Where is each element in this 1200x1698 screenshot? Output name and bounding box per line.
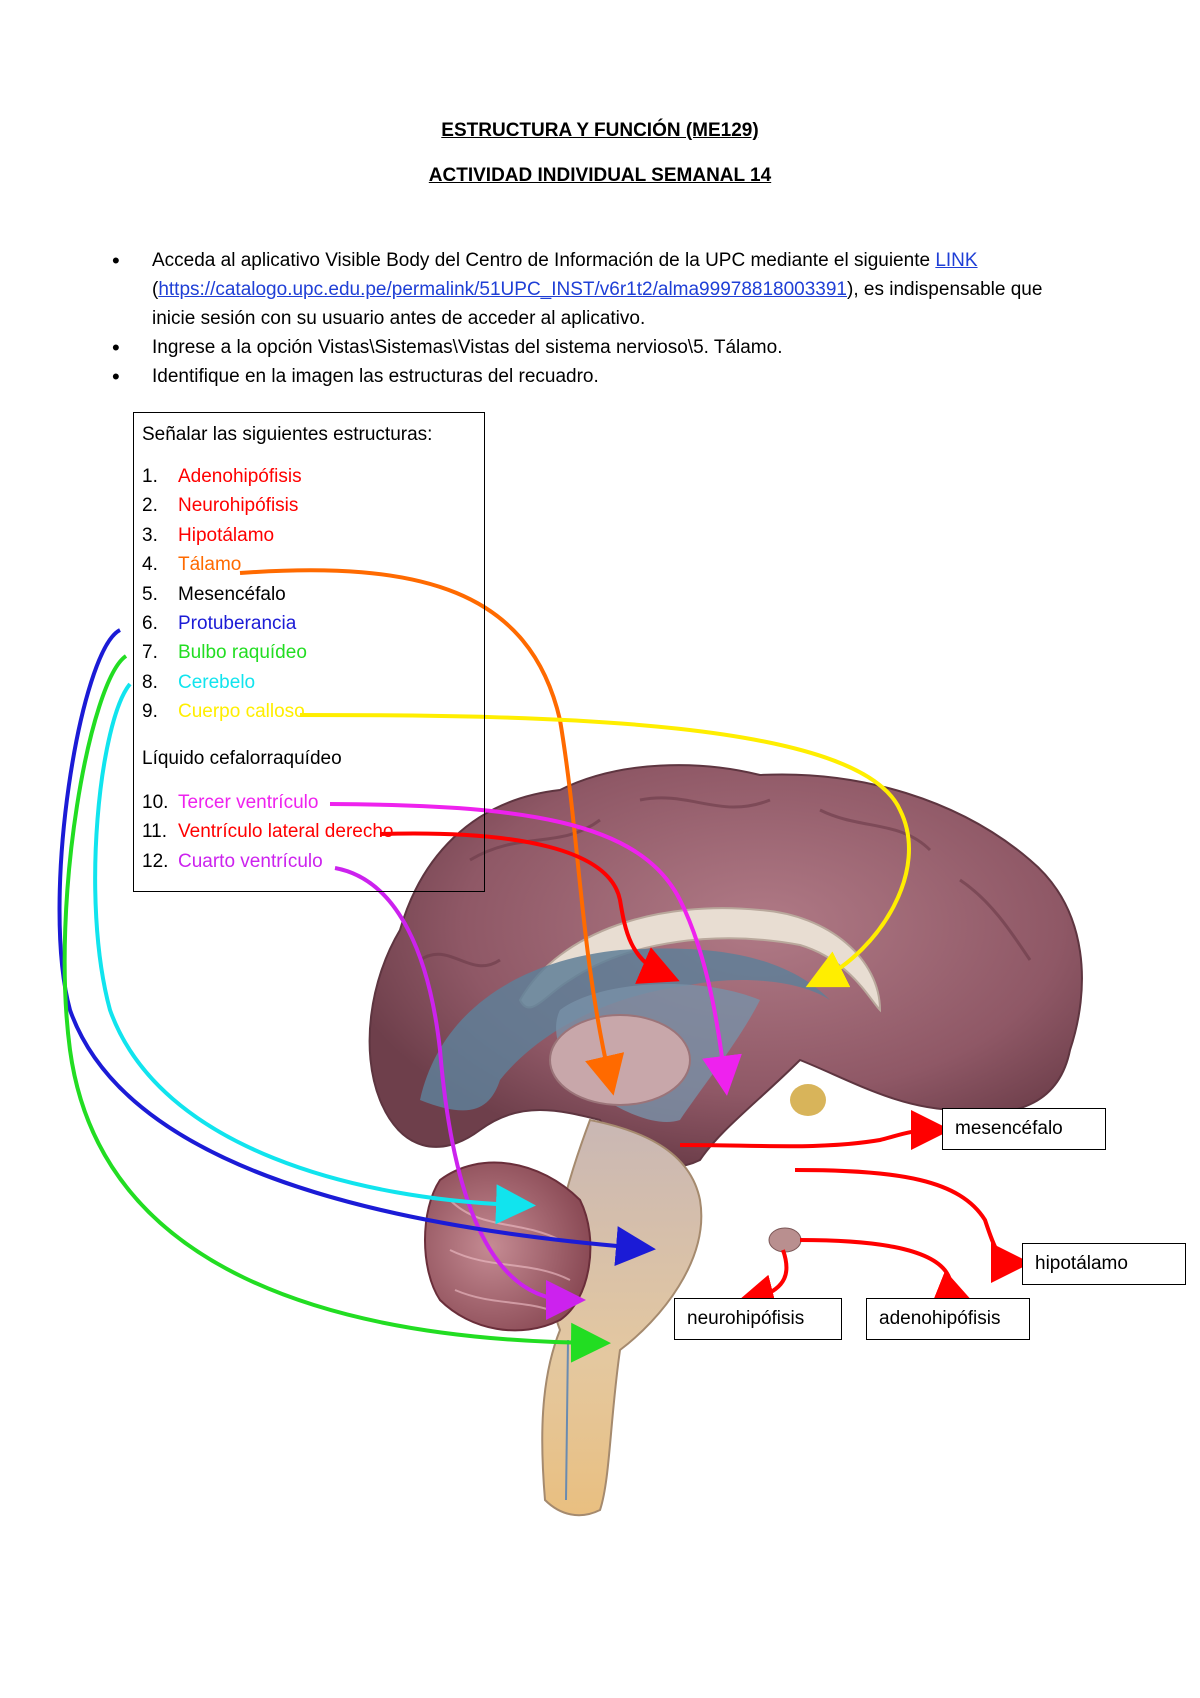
liquid-item: 10. Tercer ventrículo — [142, 792, 393, 821]
document-subtitle: ACTIVIDAD INDIVIDUAL SEMANAL 14 — [428, 165, 772, 186]
thalamus — [549, 1014, 691, 1106]
pituitary-region-body — [790, 1084, 826, 1116]
arrow-protuberancia — [57, 628, 656, 1266]
item-number: 4. — [142, 554, 158, 576]
item-number: 10. — [142, 792, 169, 813]
arrow-ventriculo-lateral — [379, 831, 680, 984]
instruction-1-text-a: Acceda al aplicativo Visible Body del Ce… — [152, 250, 936, 271]
link-anchor[interactable]: LINK — [935, 250, 978, 271]
arrow-cuarto-ventriculo — [334, 866, 586, 1320]
item-number: 8. — [142, 671, 158, 693]
instruction-item-2: Ingrese a la opción Vistas\Sistemas\Vist… — [112, 333, 1072, 362]
item-number: 3. — [142, 524, 158, 546]
item-number: 6. — [142, 612, 158, 634]
structure-label: Hipotálamo — [178, 524, 275, 546]
arrow-bulbo — [62, 654, 611, 1363]
structure-label: Mesencéfalo — [178, 583, 286, 605]
arrow-tercer-ventriculo — [329, 802, 742, 1096]
item-number: 11. — [142, 821, 168, 843]
arrow-adenohipofisis — [799, 1238, 975, 1308]
structure-item: 2. Neurohipófisis — [142, 495, 307, 524]
hypophysis — [768, 1227, 802, 1253]
item-number: 9. — [142, 701, 158, 723]
structure-item: 4. Tálamo — [142, 554, 307, 583]
structure-item: 6. Protuberancia — [142, 613, 307, 642]
instruction-1-text-b: ), es indispensable que inicie sesión co… — [152, 279, 1043, 329]
item-number: 5. — [142, 583, 158, 605]
label-hipotalamo: hipotálamo — [1022, 1243, 1186, 1285]
structure-label: Tálamo — [178, 554, 242, 576]
structures-box — [133, 412, 485, 892]
structure-label: Protuberancia — [178, 612, 297, 634]
structure-item: 8. Cerebelo — [142, 672, 307, 701]
item-number: 1. — [142, 466, 158, 487]
label-mesencefalo: mesencéfalo — [942, 1108, 1106, 1150]
document-title: ESTRUCTURA Y FUNCIÓN (ME129) — [441, 120, 759, 141]
liquid-item: 12. Cuarto ventrículo — [142, 851, 393, 880]
arrow-cerebelo — [93, 682, 536, 1225]
liquid-label: Ventrículo lateral derecho — [178, 821, 394, 843]
structure-label: Adenohipófisis — [178, 466, 302, 487]
structure-label: Cerebelo — [178, 671, 256, 693]
arrow-mesencefalo — [679, 1110, 951, 1151]
structure-item: 9. Cuerpo calloso — [142, 701, 307, 730]
instruction-item-1: Acceda al aplicativo Visible Body del Ce… — [112, 246, 1072, 333]
instruction-item-3: Identifique en la imagen las estructuras… — [112, 362, 1072, 391]
liquid-label: Tercer ventrículo — [178, 792, 319, 813]
arrow-cuerpo-calloso — [299, 713, 911, 988]
liquid-list: 10. Tercer ventrículo 11. Ventrículo later… — [142, 792, 393, 880]
instruction-1-paren: ( — [152, 279, 159, 300]
structures-list: 1. Adenohipófisis 2. Neurohipófisis 3. Hipo… — [142, 466, 307, 731]
liquid-item: 11. Ventrículo lateral derecho — [142, 821, 393, 850]
arrow-hipotalamo — [794, 1168, 1031, 1283]
instructions-list: Acceda al aplicativo Visible Body del Ce… — [112, 246, 1072, 391]
structure-item: 5. Mesencéfalo — [142, 584, 307, 613]
structures-heading: Señalar las siguientes estructuras: — [142, 424, 433, 445]
structure-item: 1. Adenohipófisis — [142, 466, 307, 495]
item-number: 7. — [142, 642, 158, 664]
structure-label: Bulbo raquídeo — [178, 642, 307, 664]
liquid-label: Cuarto ventrículo — [178, 850, 323, 872]
label-neurohipofisis: neurohipófisis — [674, 1298, 842, 1340]
item-number: 2. — [142, 495, 158, 517]
arrow-neurohipofisis — [734, 1249, 789, 1314]
lateral-ventricle — [420, 948, 830, 1111]
cerebellum — [424, 1161, 592, 1332]
catalog-url-link[interactable]: https://catalogo.upc.edu.pe/permalink/51… — [158, 279, 847, 300]
structure-label: Neurohipófisis — [178, 495, 299, 517]
label-adenohipofisis: adenohipófisis — [866, 1298, 1030, 1340]
structure-label: Cuerpo calloso — [178, 701, 305, 723]
structure-item: 7. Bulbo raquídeo — [142, 642, 307, 671]
structure-item: 3. Hipotálamo — [142, 525, 307, 554]
liquid-heading: Líquido cefalorraquídeo — [142, 748, 342, 769]
item-number: 12. — [142, 850, 169, 872]
